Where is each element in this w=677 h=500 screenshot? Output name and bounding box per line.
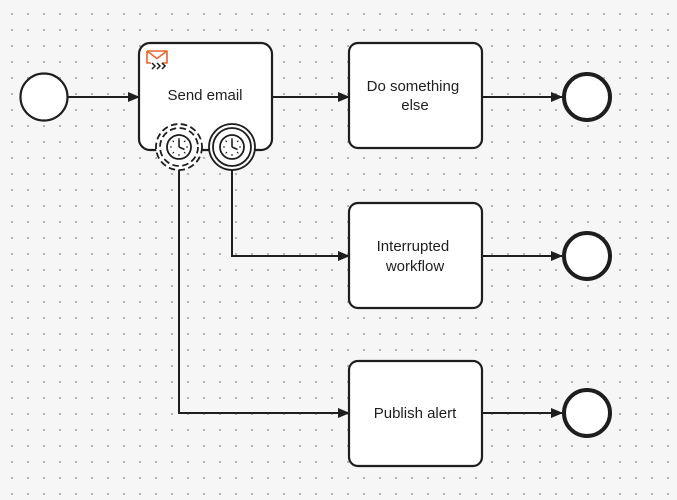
interrupted-workflow-label-line-2: workflow xyxy=(385,258,445,275)
do-something-else-label-line-1: Do something xyxy=(367,78,460,95)
end-event-3[interactable] xyxy=(562,388,612,438)
send-envelope-icon xyxy=(146,50,168,70)
do-something-else-task[interactable]: Do something else xyxy=(347,41,484,150)
interrupting-timer-event[interactable] xyxy=(208,123,256,171)
publish-alert-task[interactable]: Publish alert xyxy=(347,359,484,468)
clock-icon xyxy=(166,134,192,160)
end-event-2[interactable] xyxy=(562,231,612,281)
interrupted-workflow-task[interactable]: Interrupted workflow xyxy=(347,201,484,310)
sequence-flows xyxy=(68,92,563,418)
non-interrupting-timer-event[interactable] xyxy=(155,123,203,171)
do-something-else-label: Do something else xyxy=(367,78,464,114)
do-something-else-label-line-2: else xyxy=(401,97,429,114)
send-email-task[interactable]: Send email xyxy=(137,41,274,152)
flow-non-interrupting-timer-to-publish-alert[interactable] xyxy=(178,169,350,418)
clock-icon xyxy=(219,134,245,160)
start-event[interactable] xyxy=(19,72,69,122)
flow-interrupting-timer-to-interrupted-workflow[interactable] xyxy=(231,169,350,261)
publish-alert-label: Publish alert xyxy=(374,405,457,422)
end-event-1[interactable] xyxy=(562,72,612,122)
interrupted-workflow-label: Interrupted workflow xyxy=(377,238,454,275)
interrupted-workflow-label-line-1: Interrupted xyxy=(377,238,450,255)
send-email-label: Send email xyxy=(167,87,242,104)
